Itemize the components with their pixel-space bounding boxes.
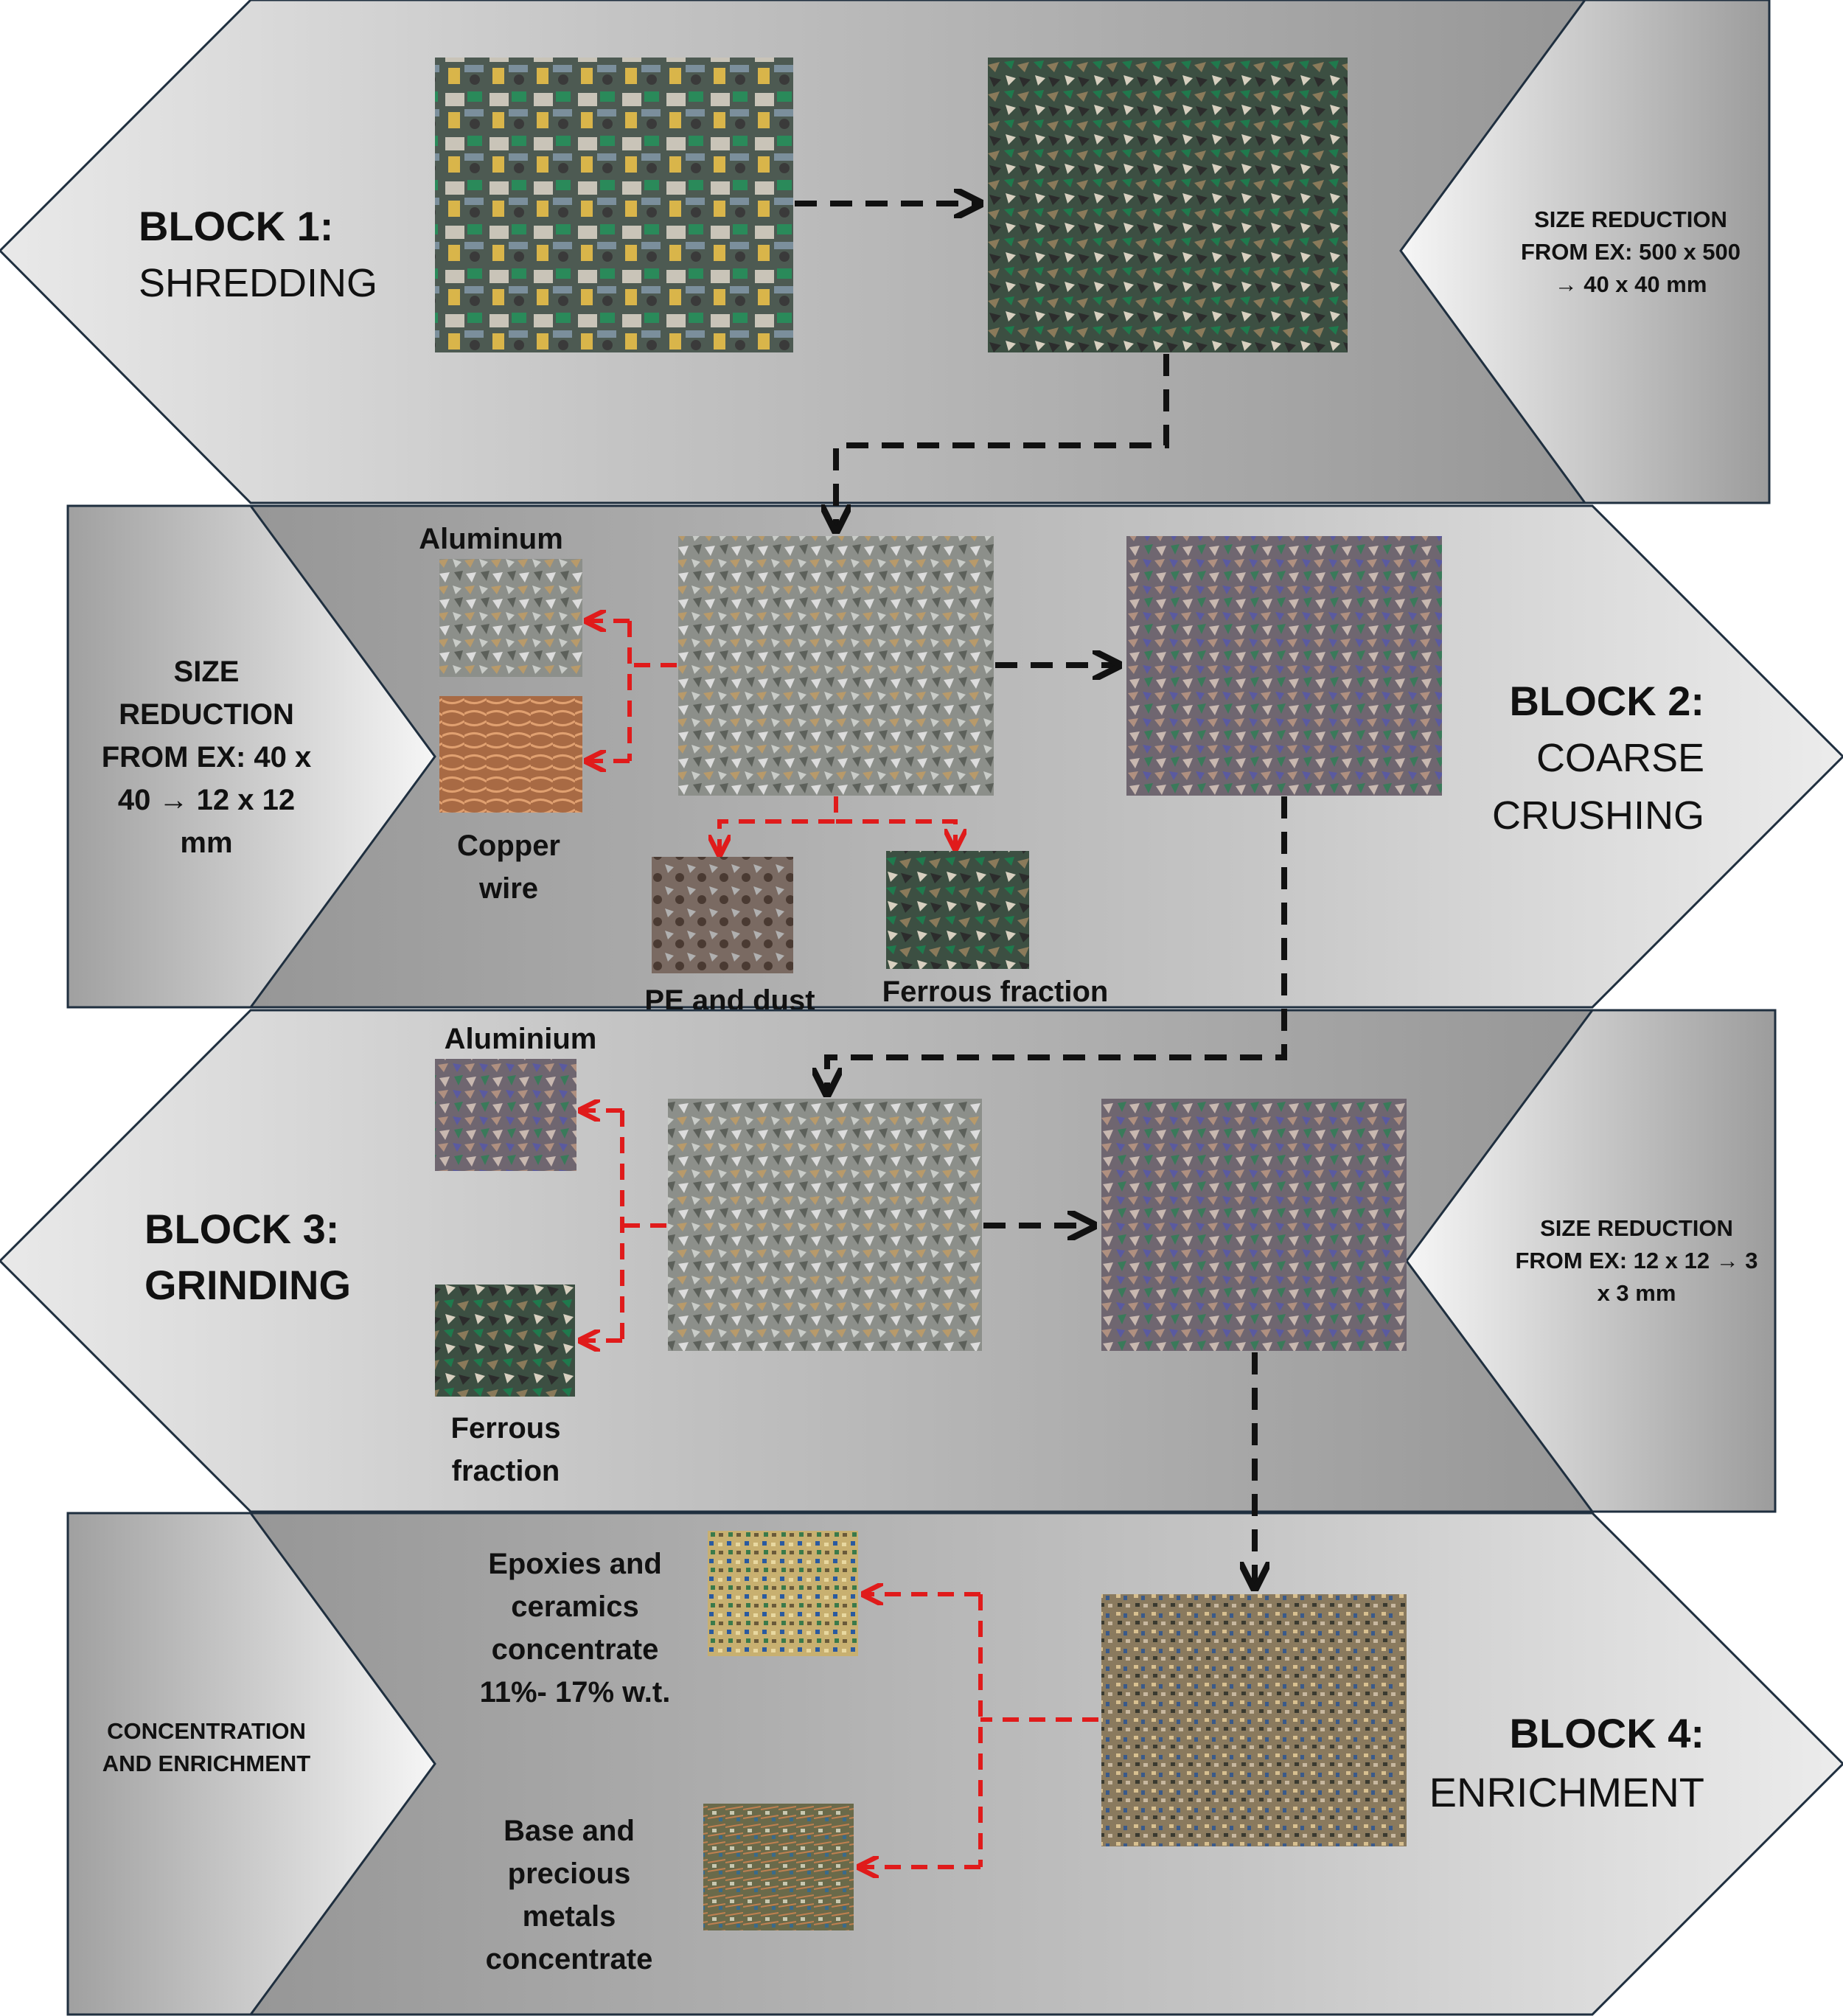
block-1-size-note-line1: SIZE REDUCTION bbox=[1534, 206, 1727, 232]
block-2-aluminum-label: Aluminum bbox=[419, 523, 563, 555]
block-2-main-image bbox=[678, 536, 994, 796]
block-2-aluminum-image bbox=[439, 559, 582, 677]
block-4-side-note-line2: AND ENRICHMENT bbox=[102, 1751, 311, 1776]
block-1-size-note-line2: FROM EX: 500 x 500 bbox=[1521, 239, 1741, 265]
block-4-subtitle: ENRICHMENT bbox=[1429, 1769, 1704, 1815]
block-3-size-note-line2: FROM EX: 12 x 12 → 3 bbox=[1515, 1248, 1757, 1273]
block-4-metals-label-line2: precious bbox=[508, 1857, 631, 1890]
block-2-subtitle-line1: COARSE bbox=[1536, 736, 1704, 780]
block-4-epoxies-label-line2: ceramics bbox=[511, 1591, 638, 1623]
block-4: BLOCK 4: ENRICHMENT CONCENTRATION AND EN… bbox=[66, 1512, 1843, 2016]
sep-arrow-b2-down-split bbox=[720, 796, 838, 852]
main-flow-arrows bbox=[795, 204, 1287, 1585]
block-2-subtitle-line2: CRUSHING bbox=[1492, 793, 1704, 838]
block-2-title: BLOCK 2: bbox=[1510, 678, 1704, 724]
block-3-ferrous-label-line2: fraction bbox=[452, 1455, 560, 1487]
block-2-pe-dust-image bbox=[652, 857, 793, 973]
block-4-epoxies-image bbox=[708, 1531, 858, 1656]
block-4-title: BLOCK 4: bbox=[1510, 1710, 1704, 1756]
block-4-epoxies-label-line1: Epoxies and bbox=[488, 1548, 662, 1580]
block-1-output-image bbox=[988, 58, 1348, 352]
block-3-ferrous-label-line1: Ferrous bbox=[451, 1412, 561, 1445]
block-3-aluminium-image bbox=[435, 1059, 576, 1171]
block-4-epoxies-label-line3: concentrate bbox=[492, 1633, 659, 1666]
block-2-ferrous-label: Ferrous fraction bbox=[882, 976, 1109, 1008]
block-1-title: BLOCK 1: bbox=[139, 203, 333, 249]
block-4-metals-label-line3: metals bbox=[523, 1900, 616, 1933]
block-1-size-note-line3: → 40 x 40 mm bbox=[1555, 271, 1707, 297]
block-3: BLOCK 3: GRINDING SIZE REDUCTION FROM EX… bbox=[0, 1009, 1777, 1513]
block-2-side-arrow bbox=[66, 504, 436, 1009]
sep-arrow-b2-ferrous bbox=[836, 819, 955, 847]
block-4-epoxies-label-line4: 11%- 17% w.t. bbox=[480, 1676, 671, 1709]
block-2-size-note-line4: 40 → 12 x 12 bbox=[118, 784, 295, 816]
block-3-main-image bbox=[668, 1099, 982, 1351]
block-1: BLOCK 1: SHREDDING SIZE REDUCTION FROM E… bbox=[0, 0, 1771, 504]
block-3-side-arrow bbox=[1405, 1009, 1777, 1513]
separation-arrows bbox=[582, 621, 1098, 1867]
block-3-size-note-line1: SIZE REDUCTION bbox=[1540, 1215, 1733, 1241]
block-2-copper-label-line1: Copper bbox=[457, 830, 560, 862]
flow-arrow-b1-to-b2 bbox=[836, 354, 1169, 528]
block-1-side-arrow bbox=[1399, 0, 1771, 504]
block-1-input-image bbox=[435, 58, 793, 352]
block-3-aluminium-label: Aluminium bbox=[445, 1023, 597, 1055]
block-4-metals-label-line4: concentrate bbox=[486, 1943, 653, 1975]
block-2-copper-image bbox=[439, 696, 582, 813]
block-4-metals-image bbox=[703, 1804, 854, 1930]
block-2-size-note-line1: SIZE bbox=[174, 656, 240, 688]
block-4-side-note-line1: CONCENTRATION bbox=[107, 1718, 306, 1744]
block-3-ferrous-image bbox=[435, 1285, 575, 1397]
block-3-title: BLOCK 3: bbox=[144, 1206, 339, 1252]
block-3-size-note-line3: x 3 mm bbox=[1598, 1280, 1676, 1306]
block-4-main-image bbox=[1101, 1594, 1407, 1846]
block-3-output-image bbox=[1101, 1099, 1407, 1351]
block-2-size-note-line5: mm bbox=[180, 827, 232, 859]
block-4-metals-label-line1: Base and bbox=[504, 1815, 635, 1847]
block-3-subtitle: GRINDING bbox=[144, 1262, 351, 1308]
block-2-size-note-line3: FROM EX: 40 x bbox=[102, 741, 312, 774]
block-2: BLOCK 2: COARSE CRUSHING SIZE REDUCTION … bbox=[66, 504, 1843, 1017]
block-2-size-note-line2: REDUCTION bbox=[119, 698, 294, 731]
block-2-output-image bbox=[1126, 536, 1442, 796]
block-1-subtitle: SHREDDING bbox=[139, 261, 377, 305]
block-2-copper-label-line2: wire bbox=[478, 872, 538, 905]
block-4-side-arrow bbox=[66, 1512, 436, 2016]
block-2-ferrous-image bbox=[886, 851, 1029, 969]
